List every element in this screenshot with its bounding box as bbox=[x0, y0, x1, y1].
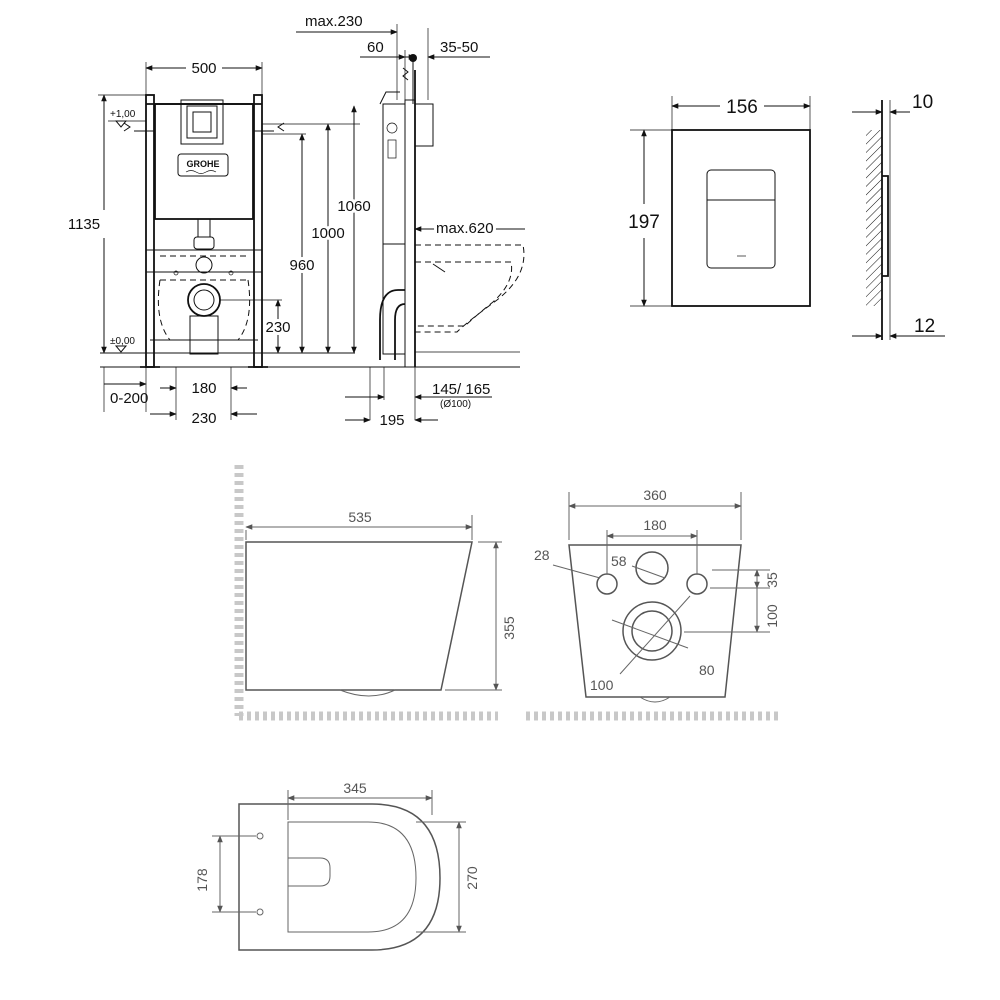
dim-230-height: 230 bbox=[265, 319, 290, 336]
dim-bowl-355: 355 bbox=[501, 616, 517, 640]
dim-max-620: max.620 bbox=[436, 220, 494, 237]
dim-195: 195 bbox=[379, 412, 404, 429]
dim-145-165: 145/ 165 bbox=[432, 381, 490, 398]
dim-bowl-360: 360 bbox=[643, 487, 667, 503]
level-plus-1: +1,00 bbox=[110, 109, 136, 120]
dim-35-50: 35-50 bbox=[440, 39, 478, 56]
frame-front-view: GROHE 500 1135 +1,00 ±0,00 bbox=[68, 60, 520, 427]
flush-plate-front: 156 197 bbox=[628, 96, 811, 307]
dim-0-200: 0-200 bbox=[110, 390, 148, 407]
dim-500: 500 bbox=[191, 60, 216, 77]
dim-plate-156: 156 bbox=[726, 97, 758, 118]
dim-960: 960 bbox=[289, 257, 314, 274]
dim-bowl-100-vertical: 100 bbox=[764, 604, 780, 628]
dim-bowl-178: 178 bbox=[194, 868, 210, 892]
dim-bowl-58: 58 bbox=[611, 553, 627, 569]
flush-plate-side: 10 12 bbox=[852, 92, 945, 340]
dim-bowl-270: 270 bbox=[464, 866, 480, 890]
dim-bowl-535: 535 bbox=[348, 509, 372, 525]
dim-plate-12: 12 bbox=[914, 316, 935, 337]
bowl-top-view: 345 178 270 bbox=[194, 780, 480, 951]
dim-1000: 1000 bbox=[311, 225, 344, 242]
dim-diameter-100: (Ø100) bbox=[440, 399, 471, 410]
dim-60: 60 bbox=[367, 39, 384, 56]
dim-bowl-28: 28 bbox=[534, 547, 550, 563]
bowl-side-view: 535 355 bbox=[234, 465, 517, 721]
dim-plate-197: 197 bbox=[628, 212, 660, 233]
dim-bowl-180: 180 bbox=[643, 517, 667, 533]
dim-1060: 1060 bbox=[337, 198, 370, 215]
dim-bowl-100: 100 bbox=[590, 677, 614, 693]
level-zero: ±0,00 bbox=[110, 336, 135, 347]
brand-logo: GROHE bbox=[186, 159, 219, 169]
dim-bowl-80: 80 bbox=[699, 662, 715, 678]
dim-bowl-35: 35 bbox=[764, 572, 780, 588]
dim-180-front: 180 bbox=[191, 380, 216, 397]
dim-1135: 1135 bbox=[68, 216, 100, 233]
dim-230-front: 230 bbox=[191, 410, 216, 427]
dim-bowl-345: 345 bbox=[343, 780, 367, 796]
bowl-back-view: 360 180 28 58 100 80 35 100 bbox=[526, 487, 780, 721]
dim-plate-10: 10 bbox=[912, 92, 933, 113]
dim-max-230: max.230 bbox=[305, 13, 363, 30]
frame-side-view: max.230 60 35-50 max.620 145/ 165 (Ø100)… bbox=[296, 13, 525, 429]
